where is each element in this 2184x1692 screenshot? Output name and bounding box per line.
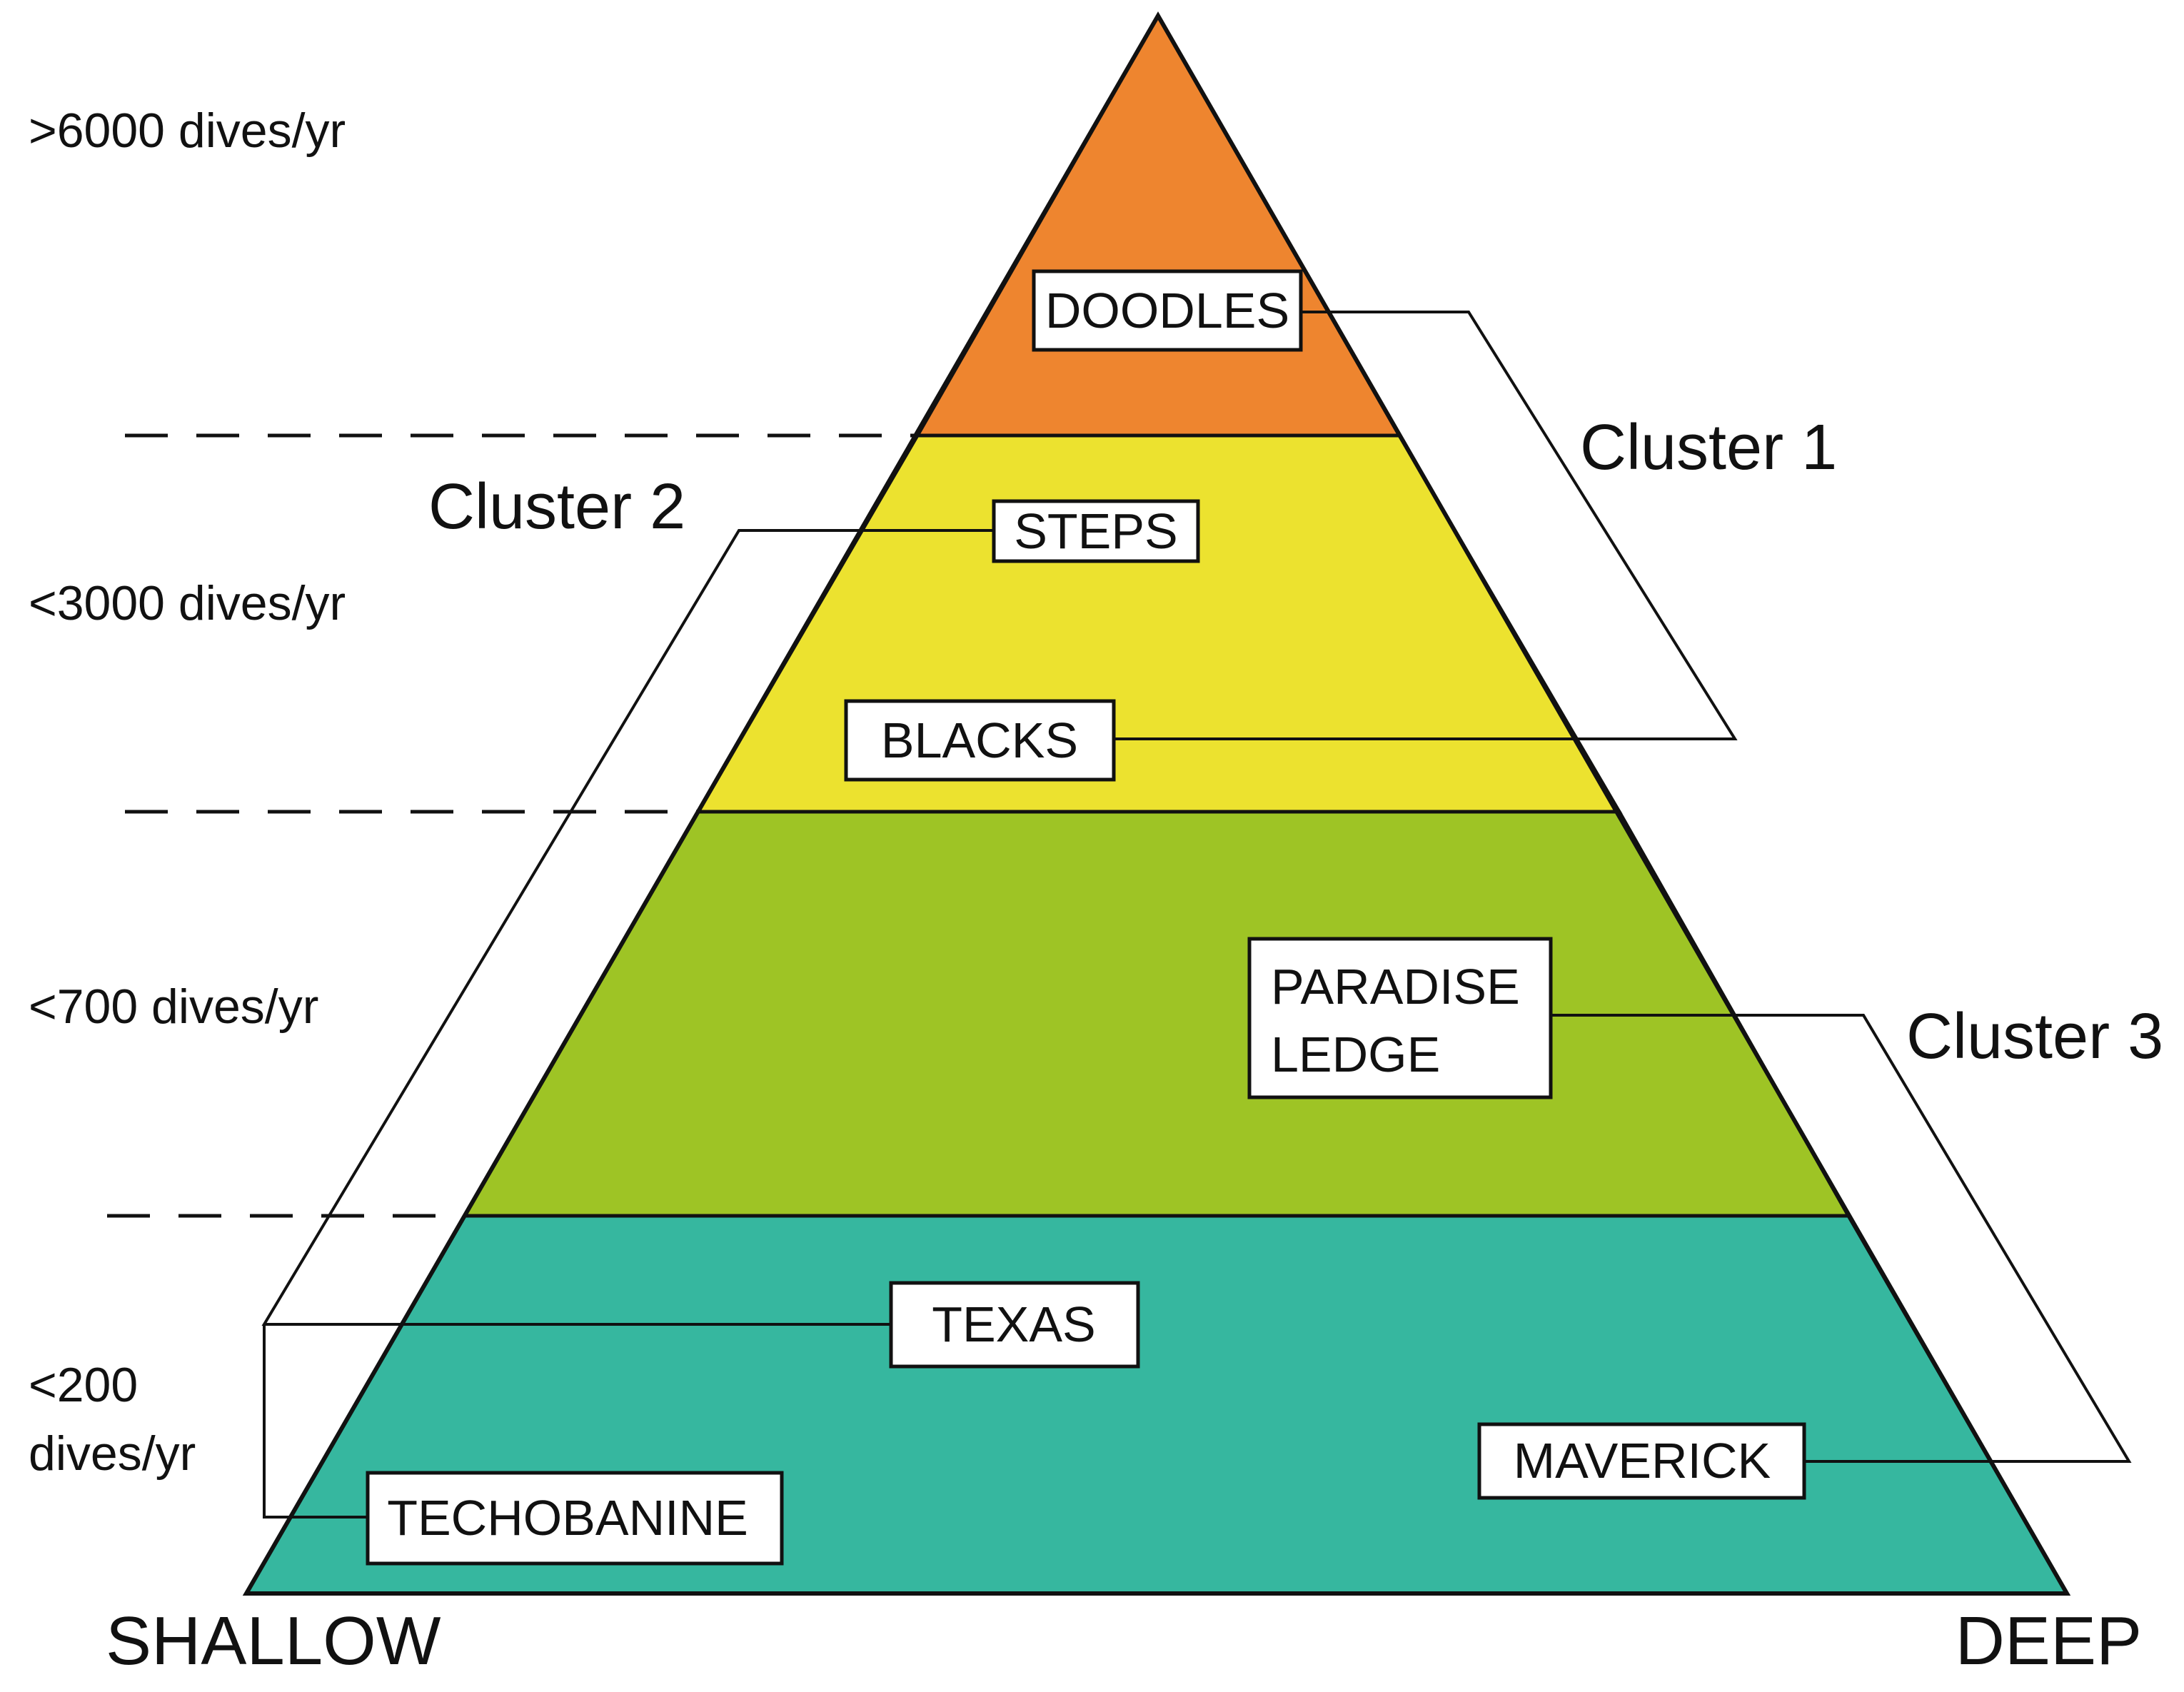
cluster2-bracket-lower [263,1324,368,1519]
tier-band-second [695,433,1623,814]
axis-label-deep: DEEP [1956,1603,2142,1679]
cluster1-label: Cluster 1 [1580,412,1837,483]
tier-band-top [914,11,1403,438]
tier-label-4: <200 dives/yr [29,1358,196,1481]
site-label-techobanine: TECHOBANINE [387,1490,748,1546]
site-box-steps [992,499,1200,563]
site-label-steps: STEPS [1014,503,1178,559]
cluster1-bracket [1114,311,1738,740]
site-box-maverick [1477,1422,1806,1500]
site-box-blacks [844,699,1116,782]
site-label-blacks: BLACKS [881,712,1078,768]
site-label-doodles: DOODLES [1045,283,1289,338]
site-box-texas [889,1281,1140,1369]
site-label-maverick: MAVERICK [1514,1433,1771,1489]
cluster3-label: Cluster 3 [1906,1001,2163,1072]
pyramid-outline [242,11,2071,1596]
cluster3-bracket [1551,1014,2132,1463]
tier-label-2: <3000 dives/yr [29,576,346,630]
site-label-texas: TEXAS [932,1296,1096,1352]
site-box-techobanine [366,1471,784,1566]
tier-label-3: <700 dives/yr [29,980,318,1034]
cluster2-label: Cluster 2 [428,471,685,543]
site-box-paradise-ledge [1247,937,1553,1099]
site-label-paradise-ledge: PARADISE LEDGE [1271,959,1534,1082]
site-box-doodles [1032,269,1303,352]
cluster2-bracket-upper [261,529,994,1326]
axis-label-shallow: SHALLOW [106,1603,441,1679]
tier-label-1: >6000 dives/yr [29,104,346,158]
